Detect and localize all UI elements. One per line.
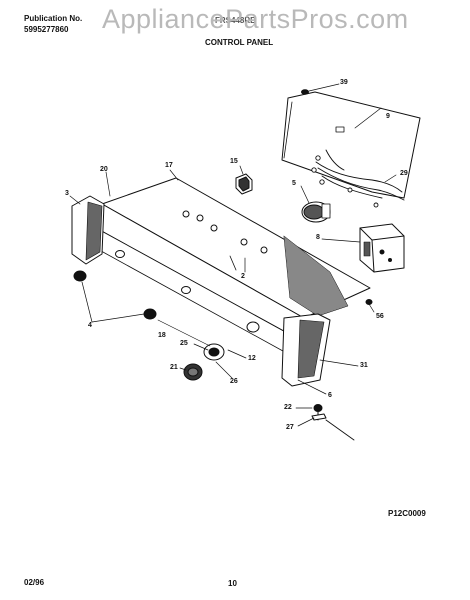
clip-part-27 xyxy=(295,404,355,441)
part-label-15: 15 xyxy=(230,158,238,165)
part-label-17: 17 xyxy=(165,162,173,169)
timer-knob-assembly xyxy=(157,319,247,381)
part-label-22: 22 xyxy=(284,404,292,411)
right-end-cap-part-31 xyxy=(281,313,359,387)
timer-part-5 xyxy=(300,185,331,223)
section-title: CONTROL PANEL xyxy=(205,38,274,47)
part-label-56: 56 xyxy=(376,313,384,320)
part-label-4: 4 xyxy=(88,322,92,329)
screw-part-39 xyxy=(301,83,340,95)
screw-part-56 xyxy=(365,299,375,313)
rear-panel-part-9 xyxy=(281,91,421,199)
watermark: AppliancePartsPros.com xyxy=(102,4,409,34)
publication-number: 5995277860 xyxy=(24,25,69,34)
control-box-part-8 xyxy=(321,223,405,273)
model-number: FRS448RB xyxy=(215,16,256,25)
part-label-18: 18 xyxy=(158,332,166,339)
diagram-code: P12C0009 xyxy=(388,509,426,518)
part-label-8: 8 xyxy=(316,234,320,241)
part-label-27: 27 xyxy=(286,424,294,431)
part-label-21: 21 xyxy=(170,364,178,371)
console-panel-part-17 xyxy=(91,169,371,357)
part-label-5: 5 xyxy=(292,180,296,187)
part-label-12: 12 xyxy=(248,355,256,362)
switch-part-15 xyxy=(235,165,253,195)
wiring-harness-part-29 xyxy=(311,149,405,208)
part-label-25: 25 xyxy=(180,340,188,347)
part-label-31: 31 xyxy=(360,362,368,369)
knob-part-4 xyxy=(73,270,157,323)
footer-date: 02/96 xyxy=(24,578,45,587)
part-label-2: 2 xyxy=(241,273,245,280)
part-label-39: 39 xyxy=(340,79,348,86)
leader-part-6 xyxy=(297,379,327,395)
part-label-20: 20 xyxy=(100,166,108,173)
part-label-26: 26 xyxy=(230,378,238,385)
publication-label: Publication No. xyxy=(24,14,83,23)
page-number: 10 xyxy=(228,579,237,588)
part-label-6: 6 xyxy=(328,392,332,399)
part-label-29: 29 xyxy=(400,170,408,177)
part-label-3: 3 xyxy=(65,190,69,197)
left-end-cap-part-3 xyxy=(69,171,111,265)
part-label-9: 9 xyxy=(386,113,390,120)
